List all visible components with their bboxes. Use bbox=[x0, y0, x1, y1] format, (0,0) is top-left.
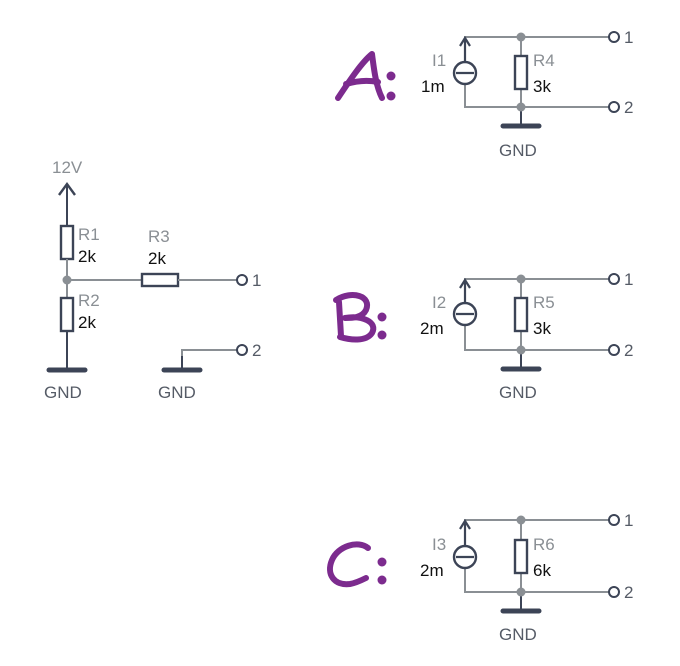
resistor-r3 bbox=[140, 272, 180, 288]
option-c: C GND I3 2m R6 6k 1 2 bbox=[0, 0, 633, 644]
source-circuit: 12V R1 2k R2 2k GND R3 2k 1 GND 2 bbox=[44, 158, 261, 402]
resistor-r2 bbox=[59, 296, 75, 333]
terminal-2 bbox=[608, 586, 620, 598]
i2-value: 2m bbox=[420, 319, 444, 338]
terminal-1 bbox=[608, 31, 620, 43]
resistor-r5 bbox=[513, 296, 529, 333]
i2-name: I2 bbox=[432, 293, 446, 312]
terminal-1-label: 1 bbox=[624, 511, 633, 530]
resistor-r4 bbox=[513, 54, 529, 91]
option-a: A GND I1 1m R4 3k 1 2 bbox=[0, 0, 633, 160]
i1-name: I1 bbox=[432, 51, 446, 70]
r3-value: 2k bbox=[148, 249, 166, 268]
terminal-2-label: 2 bbox=[624, 583, 633, 602]
gnd-left-label: GND bbox=[44, 383, 82, 402]
r2-name: R2 bbox=[78, 291, 100, 310]
gnd-label: GND bbox=[499, 383, 537, 402]
terminal-2-label: 2 bbox=[624, 98, 633, 117]
option-letter: A bbox=[0, 0, 1, 1]
junction-node bbox=[62, 275, 72, 285]
terminal-2-label: 2 bbox=[252, 341, 261, 360]
i1-value: 1m bbox=[421, 77, 445, 96]
r1-value: 2k bbox=[78, 247, 96, 266]
letter-c: C bbox=[0, 0, 387, 588]
r4-value: 3k bbox=[533, 77, 551, 96]
terminal-1 bbox=[608, 273, 620, 285]
supply-label: 12V bbox=[52, 158, 83, 177]
terminal-2 bbox=[236, 344, 248, 356]
letter-a: A bbox=[0, 0, 396, 101]
terminal-2-label: 2 bbox=[624, 341, 633, 360]
r1-name: R1 bbox=[78, 225, 100, 244]
option-letter: B bbox=[0, 0, 1, 1]
gnd-label: GND bbox=[499, 625, 537, 644]
terminal-1 bbox=[608, 514, 620, 526]
letter-b: B bbox=[0, 0, 387, 343]
resistor-r1 bbox=[59, 224, 75, 261]
r3-name: R3 bbox=[148, 227, 170, 246]
gnd-label: GND bbox=[499, 141, 537, 160]
r4-name: R4 bbox=[533, 51, 555, 70]
gnd-right-label: GND bbox=[158, 383, 196, 402]
r6-name: R6 bbox=[533, 535, 555, 554]
r6-value: 6k bbox=[533, 561, 551, 580]
i3-value: 2m bbox=[420, 561, 444, 580]
terminal-1-label: 1 bbox=[252, 271, 261, 290]
supply-arrow-icon bbox=[58, 181, 76, 196]
option-letter: C bbox=[0, 0, 1, 1]
terminal-1-label: 1 bbox=[624, 28, 633, 47]
resistor-r6 bbox=[513, 538, 529, 575]
r5-value: 3k bbox=[533, 319, 551, 338]
terminal-2 bbox=[608, 101, 620, 113]
option-b: B GND I2 2m R5 3k 1 2 bbox=[0, 0, 633, 402]
terminal-1-label: 1 bbox=[624, 270, 633, 289]
terminal-1 bbox=[236, 274, 248, 286]
r5-name: R5 bbox=[533, 293, 555, 312]
r2-value: 2k bbox=[78, 313, 96, 332]
terminal-2 bbox=[608, 344, 620, 356]
i3-name: I3 bbox=[432, 535, 446, 554]
